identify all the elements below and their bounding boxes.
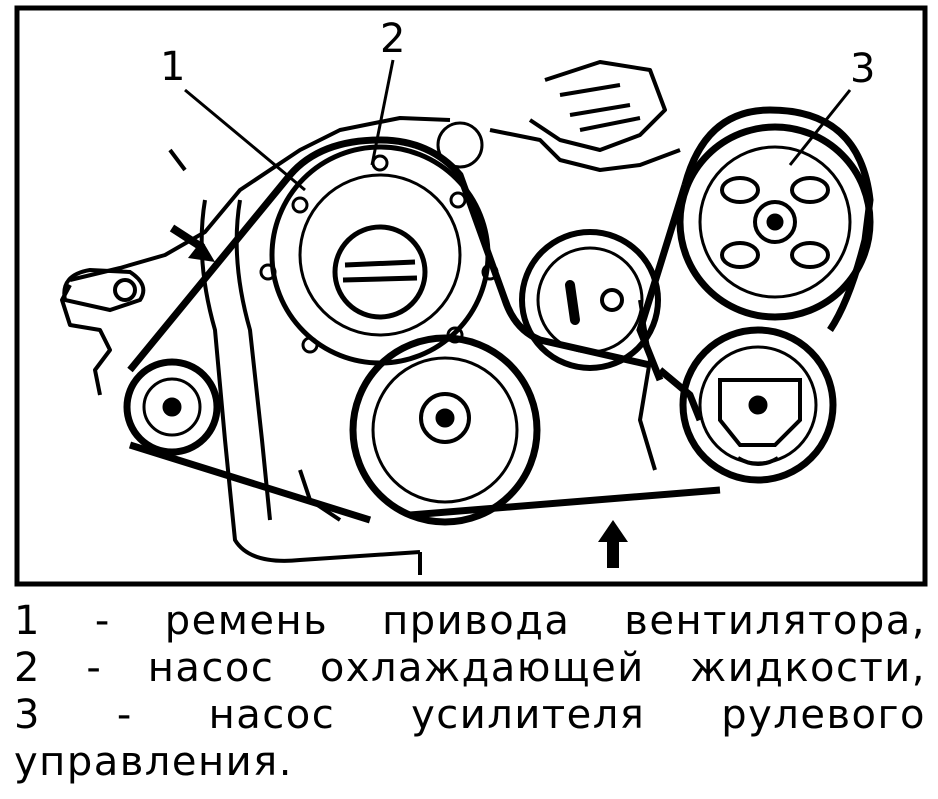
belt-drive-diagram: 1 2 3 <box>14 5 928 587</box>
alternator-pulley <box>519 229 661 371</box>
caption-word: - <box>86 645 103 691</box>
caption-word: 1 <box>14 598 41 644</box>
idler-pulley <box>123 358 221 456</box>
tension-check-arrow-bottom <box>598 520 628 568</box>
diagram-frame <box>14 5 928 587</box>
figure-caption: 1 - ремень привода вентилятора, 2 - насо… <box>14 598 926 786</box>
caption-word: насос <box>147 645 275 691</box>
caption-word: 3 <box>14 692 41 738</box>
crankshaft-pulley <box>349 334 541 526</box>
callout-2-label: 2 <box>380 16 405 62</box>
caption-line-2: 2 - насос охлаждающей жидкости, <box>14 645 926 692</box>
tensioner-bracket <box>62 267 146 313</box>
caption-word: вентилятора, <box>624 598 926 644</box>
caption-word: 2 <box>14 645 41 691</box>
caption-word: ремень <box>164 598 329 644</box>
caption-line-1: 1 - ремень привода вентилятора, <box>14 598 926 645</box>
caption-word: усилителя <box>411 692 646 738</box>
caption-word: - <box>116 692 133 738</box>
fan-hub <box>436 121 484 169</box>
caption-word: насос <box>208 692 336 738</box>
caption-line-4: управления. <box>14 739 293 785</box>
caption-word: рулевого <box>721 692 926 738</box>
caption-word: охлаждающей <box>319 645 645 691</box>
tension-check-arrow-left <box>169 224 215 262</box>
caption-word: жидкости, <box>690 645 926 691</box>
caption-line-3: 3 - насос усилителя рулевого <box>14 692 926 739</box>
caption-word: привода <box>382 598 571 644</box>
callout-3-label: 3 <box>850 46 875 92</box>
steering-pump-pulley <box>676 123 874 321</box>
accessory-belt <box>636 106 874 382</box>
leader-lines <box>184 59 852 192</box>
callout-1-label: 1 <box>160 44 185 90</box>
compressor-pulley <box>679 326 837 484</box>
caption-word: - <box>94 598 111 644</box>
fan-drive-belt <box>127 136 721 524</box>
